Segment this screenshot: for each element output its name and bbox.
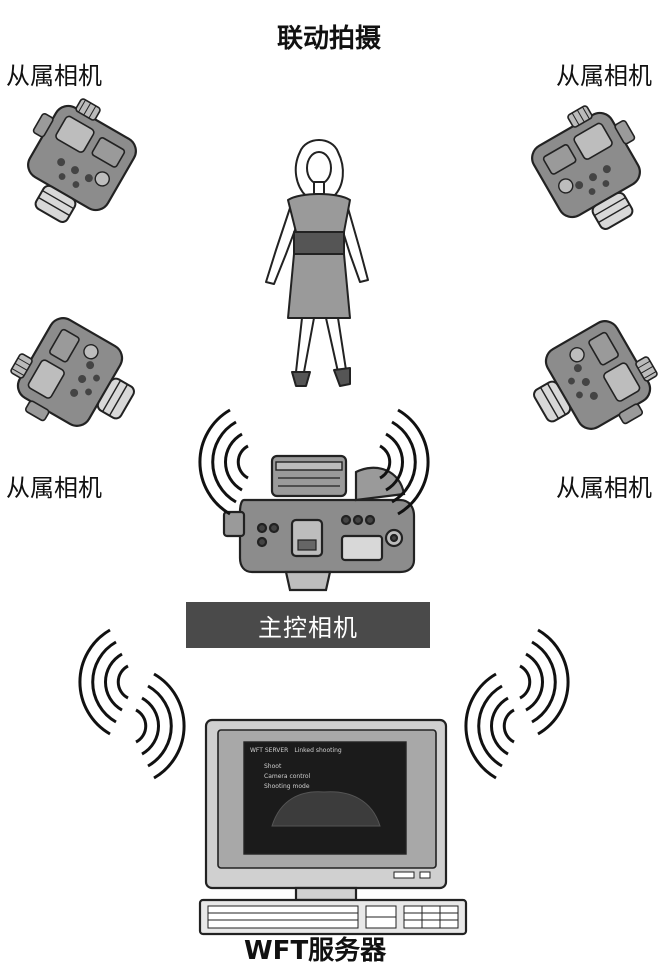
- wft-server-label: WFT服务器: [244, 930, 386, 967]
- subject-person-illustration: [266, 140, 368, 386]
- link-waves-lower-right: [466, 674, 514, 778]
- screen-menu-item: Shoot: [264, 762, 400, 772]
- master-wireless-waves-left: [200, 410, 248, 514]
- slave-camera-top-right: [521, 92, 663, 245]
- screen-menu-item: Camera control: [264, 772, 400, 782]
- slave-camera-label-mid-left: 从属相机: [6, 468, 102, 503]
- screen-app-title: WFT SERVER: [250, 746, 288, 756]
- slave-camera-label-top-right: 从属相机: [556, 56, 652, 91]
- slave-camera-mid-left: [0, 307, 150, 453]
- link-waves-lower-left: [136, 674, 184, 778]
- link-waves-upper-right: [520, 630, 568, 734]
- screen-menu-item: Shooting mode: [264, 782, 400, 792]
- wft-server-screen-text: WFT SERVER Linked shooting Shoot Camera …: [250, 746, 400, 792]
- screen-subtitle: Linked shooting: [294, 746, 341, 756]
- diagram-title: 联动拍摄: [277, 18, 381, 55]
- link-waves-upper-left: [80, 630, 128, 734]
- master-camera: [224, 456, 414, 590]
- master-camera-label: 主控相机: [186, 602, 430, 648]
- slave-camera-label-mid-right: 从属相机: [556, 468, 652, 503]
- slave-camera-label-top-left: 从属相机: [6, 56, 102, 91]
- master-wireless-waves-right: [380, 410, 428, 514]
- slave-camera-mid-right: [518, 310, 663, 456]
- slave-camera-top-left: [1, 85, 147, 238]
